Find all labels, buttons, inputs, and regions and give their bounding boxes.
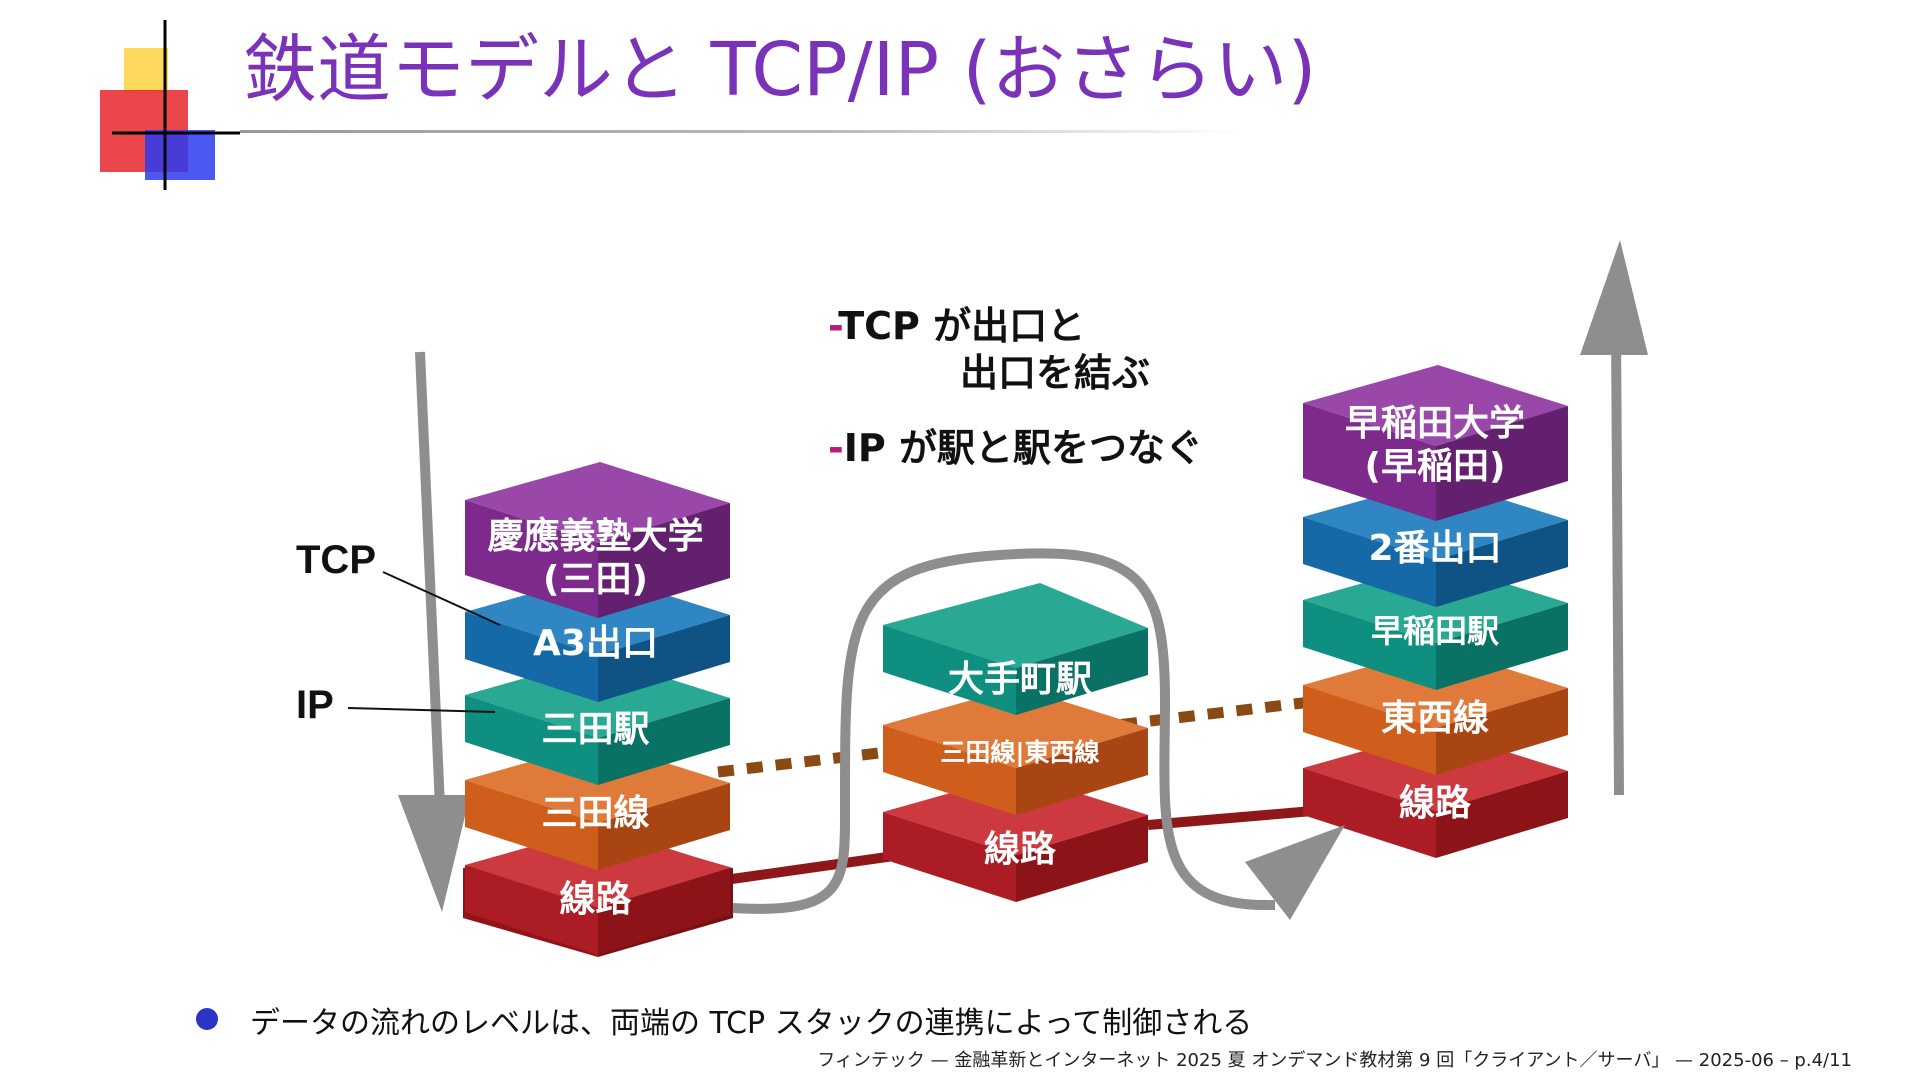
tcp-annotation-line1: -TCP が出口と — [828, 295, 1085, 350]
left-track-label: 線路 — [559, 879, 632, 920]
middle-station-label: 大手町駅 — [947, 659, 1092, 700]
bullet-text: データの流れのレベルは、両端の TCP スタックの連携によって制御される — [250, 1006, 1253, 1041]
ip-annotation-text: IP が駅と駅をつなぐ — [843, 426, 1204, 470]
bullet-icon — [196, 1008, 218, 1030]
tcp-annotation-line2: 出口を結ぶ — [960, 351, 1151, 395]
dotted-ip-link — [717, 694, 1329, 778]
ip-annotation: -IP が駅と駅をつなぐ — [828, 417, 1203, 472]
middle-line-label: 三田線|東西線 — [940, 738, 1100, 767]
ip-pointer — [347, 707, 496, 713]
right-top-line2: (早稲田) — [1364, 446, 1506, 488]
right-top-line1: 早稲田大学 — [1344, 403, 1525, 444]
tcp-dash: - — [828, 304, 839, 348]
block-left-top — [465, 462, 730, 618]
slide-footer: フィンテック — 金融革新とインターネット 2025 夏 オンデマンド教材第 9… — [817, 1050, 1852, 1071]
block-middle-line — [883, 687, 1148, 815]
right-exit-label: 2番出口 — [1368, 528, 1502, 569]
page-title: 鉄道モデルと TCP/IP (おさらい) — [243, 27, 1317, 113]
right-top-label: 早稲田大学 (早稲田) — [1306, 402, 1564, 488]
left-top-label: 慶應義塾大学 (三田) — [468, 515, 723, 601]
up-arrow-icon — [1580, 240, 1648, 796]
ip-dash: - — [828, 426, 844, 470]
left-top-line2: (三田) — [543, 559, 648, 601]
middle-track-label: 線路 — [983, 829, 1056, 870]
loop-arrow-head — [1245, 825, 1345, 920]
title-divider — [240, 130, 1245, 133]
down-arrow-icon — [398, 351, 470, 912]
right-station-label: 早稲田駅 — [1370, 612, 1499, 650]
loop-arrow — [732, 548, 1275, 914]
tcp-pointer — [382, 571, 501, 626]
right-track-label: 線路 — [1398, 783, 1471, 824]
slide-logo — [100, 20, 240, 190]
left-exit-label: A3出口 — [533, 623, 658, 664]
left-station-label: 三田駅 — [541, 709, 650, 750]
left-top-line1: 慶應義塾大学 — [487, 516, 704, 557]
left-line-label: 三田線 — [541, 793, 650, 834]
tcp-side-label: TCP — [296, 538, 376, 582]
block-middle-station — [883, 583, 1148, 715]
block-right-top — [1303, 365, 1568, 521]
right-line-label: 東西線 — [1380, 698, 1489, 739]
tcp-annotation-text1: TCP が出口と — [838, 304, 1086, 348]
ip-side-label: IP — [296, 683, 334, 727]
